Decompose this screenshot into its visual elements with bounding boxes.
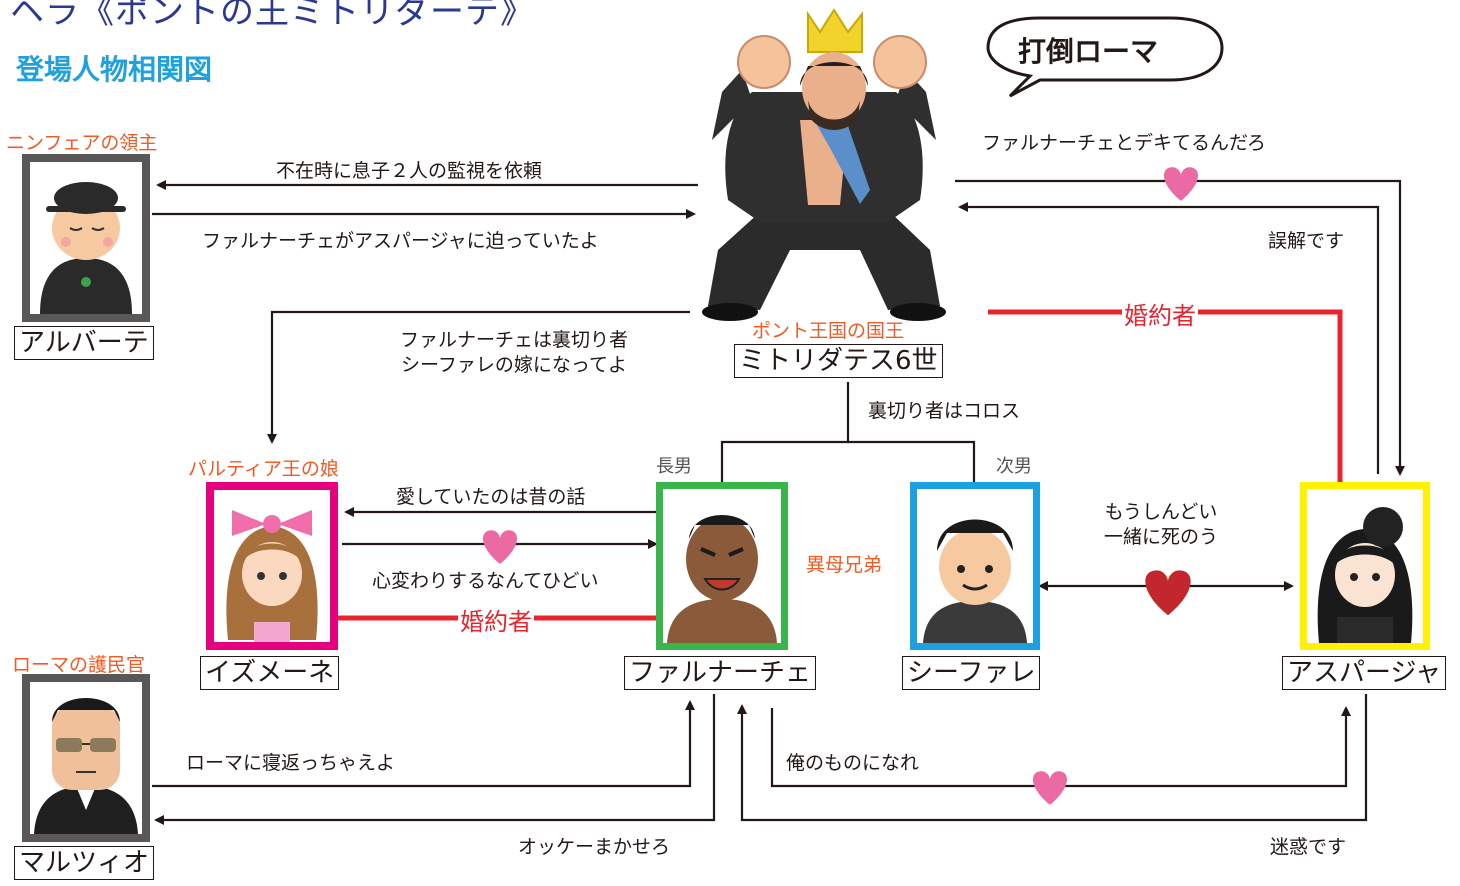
- portrait-sifare: [910, 482, 1040, 650]
- portrait-izumene: [206, 482, 338, 650]
- role-marzio: ローマの護民官: [12, 654, 146, 676]
- name-marzio: マルツィオ: [14, 846, 155, 880]
- name-izumene: イズメーネ: [200, 656, 340, 690]
- label-fiance-king-aspasia: 婚約者: [1122, 296, 1198, 331]
- label-farnace-to-marzio: オッケーまかせろ: [518, 836, 671, 858]
- arrow-aspasia-to-farnace: [737, 694, 1368, 822]
- label-half-brothers: 異母兄弟: [806, 554, 883, 576]
- lord-icon: [30, 162, 142, 314]
- label-sifare-aspasia: もうしんどい 一緒に死のう: [1104, 500, 1218, 550]
- label-albarte-to-king: ファルナーチェがアスパージャに迫っていたよ: [202, 230, 599, 252]
- arrow-king-to-aspasia: [955, 179, 1405, 476]
- aspasia-icon: [1307, 489, 1423, 643]
- fiance-line-king-aspasia: [988, 309, 1343, 484]
- label-king-to-sons: 裏切り者はコロス: [868, 400, 1021, 422]
- label-sifare-aspasia-line1: もうしんどい: [1104, 501, 1218, 523]
- portrait-marzio: [22, 674, 150, 842]
- label-aspasia-reply: 誤解です: [1268, 230, 1345, 252]
- speech-bubble-text: 打倒ローマ: [1018, 35, 1159, 68]
- label-king-to-izumene-line2: シーファレの嫁になってよ: [401, 354, 627, 376]
- heart-icon: [483, 167, 1198, 805]
- page-title: ヘラ《ポントの王ミトリダーテ》: [10, 0, 535, 32]
- role-mithridates: ポント王国の国王: [752, 320, 905, 342]
- label-sifare-aspasia-line2: 一緒に死のう: [1104, 526, 1219, 548]
- role-izumene: パルティア王の娘: [188, 458, 339, 480]
- heart-icon: [1033, 771, 1067, 805]
- role-sifare: 次男: [996, 456, 1032, 477]
- arrow-king-to-izumene: [267, 310, 690, 444]
- label-aspasia-to-farnace: 迷惑です: [1270, 836, 1347, 858]
- role-farnace: 長男: [656, 456, 692, 477]
- label-king-to-izumene: ファルナーチェは裏切り者 シーファレの嫁になってよ: [400, 328, 628, 378]
- arrow-farnace-to-marzio: [154, 694, 716, 825]
- name-aspasia: アスパージャ: [1282, 656, 1447, 690]
- label-izumene-to-farnace: 心変わりするなんてひどい: [372, 570, 599, 592]
- princess-icon: [214, 490, 330, 642]
- portrait-farnace: [656, 482, 788, 650]
- heart-icon: [483, 530, 517, 564]
- label-king-suspects: ファルナーチェとデキてるんだろ: [982, 132, 1266, 154]
- tribune-icon: [30, 682, 142, 834]
- heart-icon: [1164, 167, 1198, 201]
- label-farnace-to-aspasia: 俺のものになれ: [786, 752, 920, 774]
- line-king-farnace: [720, 382, 850, 484]
- label-marzio-to-farnace: ローマに寝返っちゃえよ: [186, 752, 396, 774]
- name-mithridates: ミトリダテス6世: [734, 344, 943, 378]
- label-fiance-farnace-izumene: 婚約者: [458, 602, 534, 637]
- arrow-marzio-to-farnace: [152, 700, 695, 788]
- page-subtitle: 登場人物相関図: [16, 53, 213, 86]
- name-albarte: アルバーテ: [14, 326, 154, 360]
- name-sifare: シーファレ: [902, 656, 1041, 690]
- label-farnace-to-izumene: 愛していたのは昔の話: [396, 486, 586, 508]
- line-king-sifare: [848, 440, 976, 484]
- name-farnace: ファルナーチェ: [624, 656, 817, 690]
- role-albarte: ニンフェアの領主: [6, 132, 158, 154]
- label-king-to-izumene-line1: ファルナーチェは裏切り者: [400, 329, 629, 351]
- farnace-icon: [663, 489, 781, 643]
- arrow-aspasia-to-king: [958, 202, 1380, 474]
- sifare-icon: [917, 489, 1033, 643]
- heart-icon: [1145, 570, 1191, 616]
- label-king-to-albarte: 不在時に息子２人の監視を依頼: [276, 160, 543, 182]
- portrait-aspasia: [1300, 482, 1430, 650]
- portrait-albarte: [22, 154, 150, 322]
